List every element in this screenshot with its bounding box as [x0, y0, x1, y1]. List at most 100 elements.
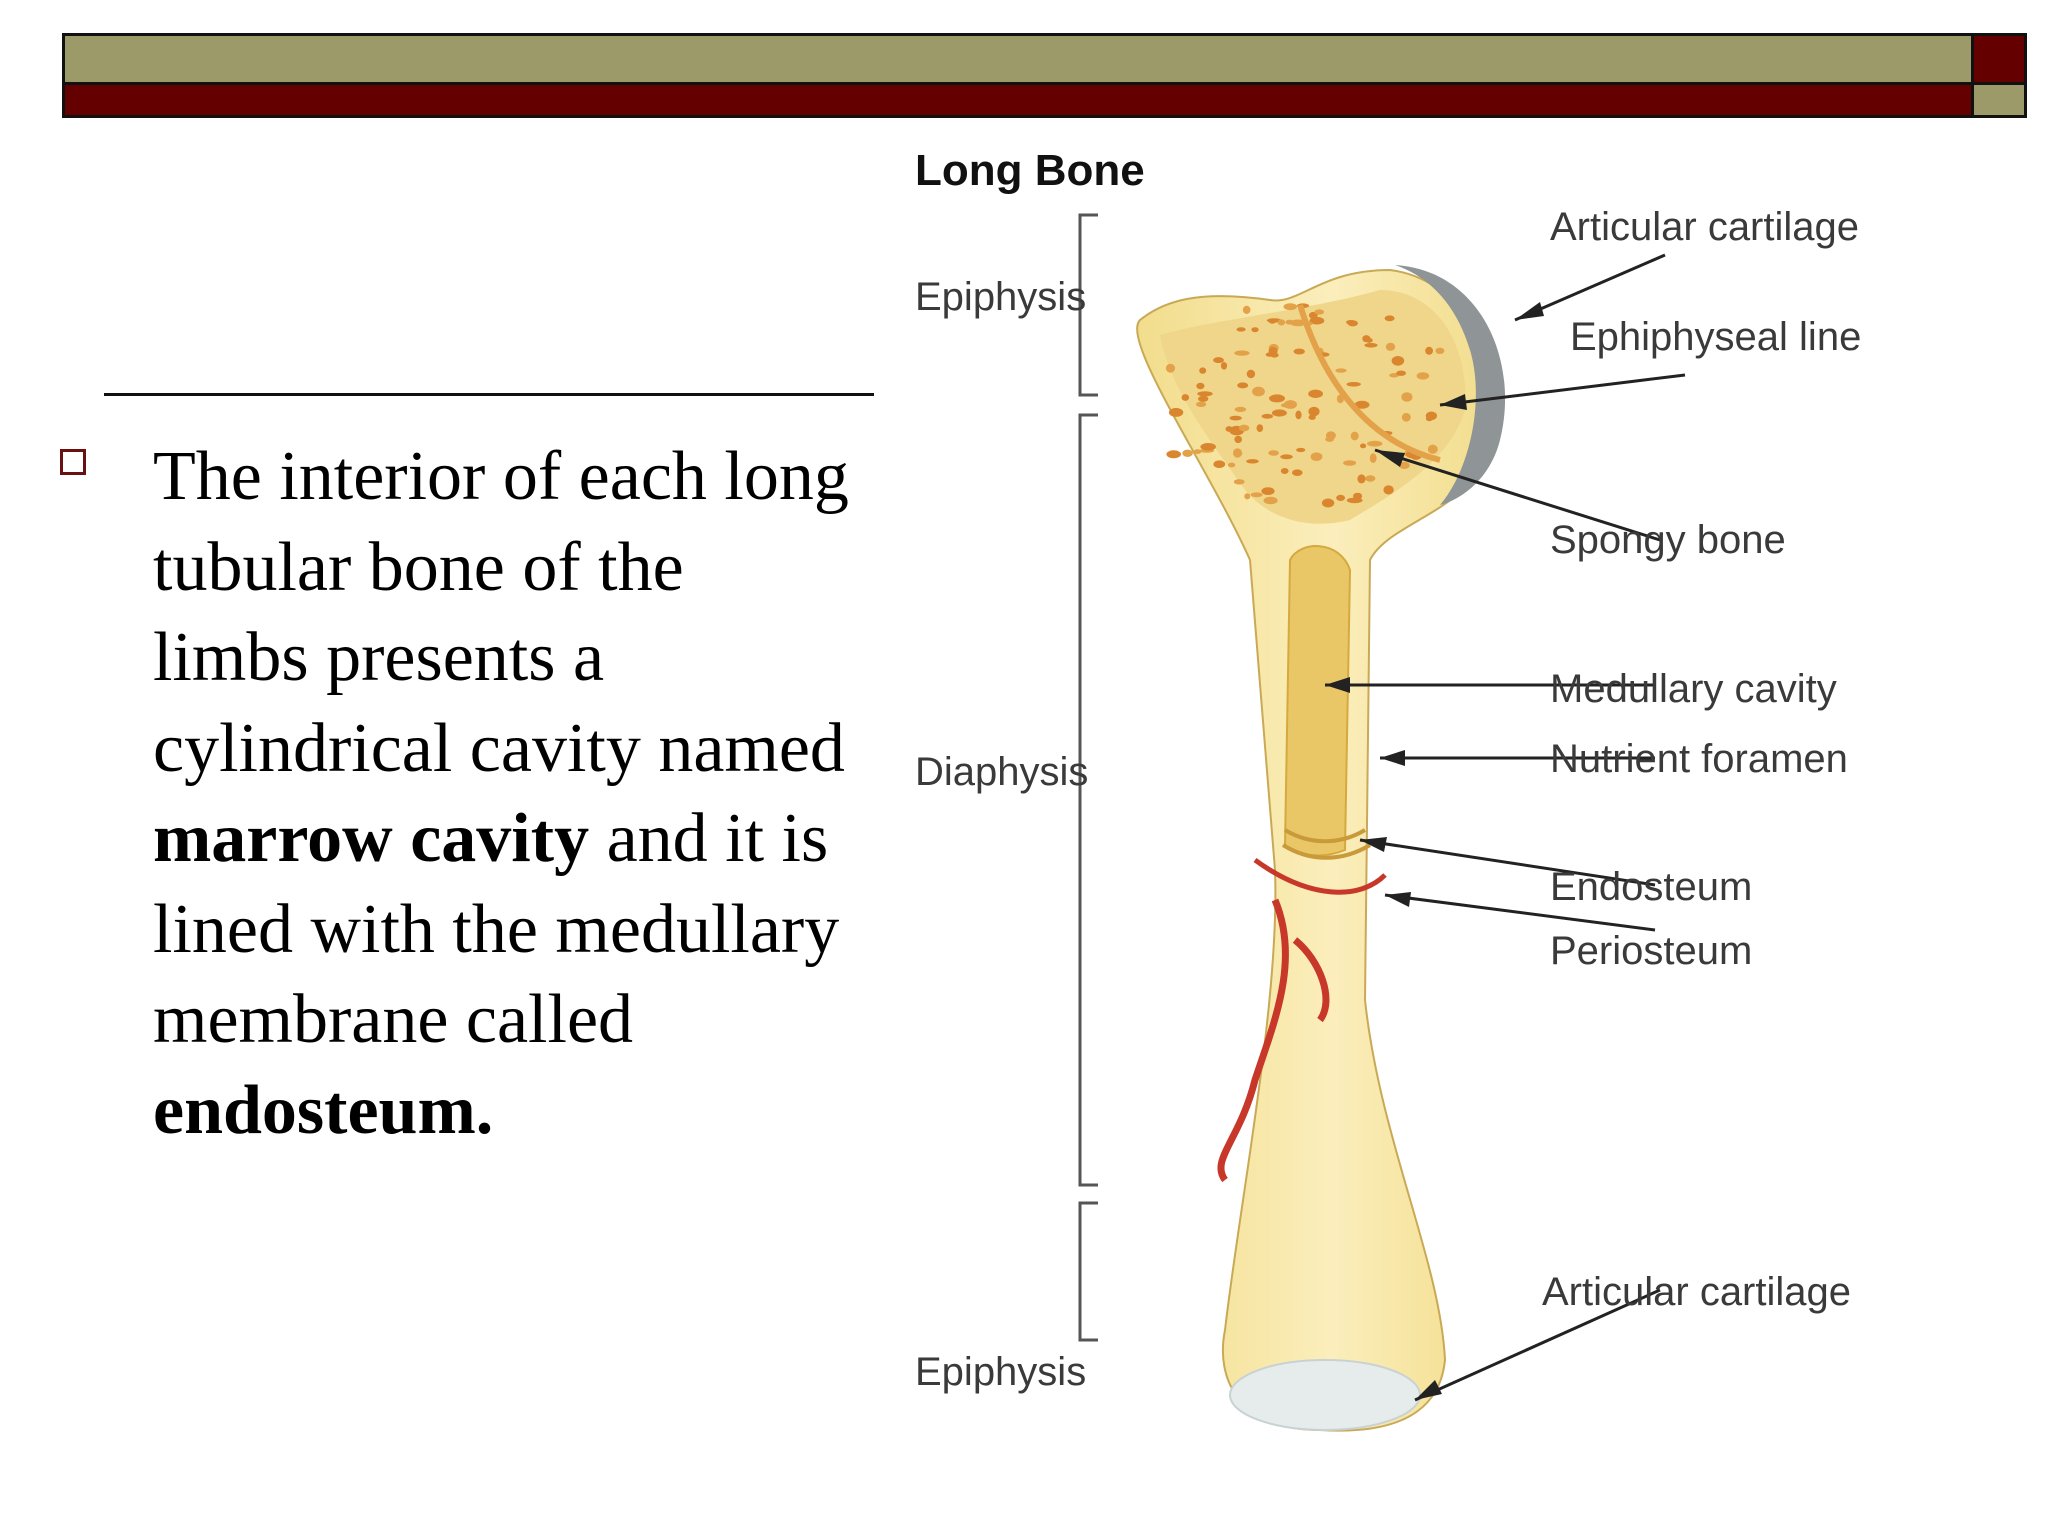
spongy-bone-trabecula: [1280, 468, 1289, 474]
articular-cartilage-top: [1395, 265, 1506, 505]
spongy-bone-trabecula: [1244, 493, 1251, 500]
spongy-bone-trabecula: [1346, 497, 1363, 504]
spongy-bone-trabecula: [1166, 450, 1181, 459]
spongy-bone-trabecula: [1199, 367, 1207, 374]
label-endosteum: Endosteum: [1550, 865, 1752, 909]
spongy-bone-trabecula: [1237, 382, 1249, 389]
spongy-bone-trabecula: [1200, 443, 1216, 451]
endosteum-ring: [1281, 843, 1372, 860]
spongy-bone-trabecula: [1383, 485, 1394, 495]
spongy-bone-trabecula: [1321, 498, 1335, 508]
periosteum-layer: [1253, 857, 1387, 895]
spongy-bone-trabecula: [1227, 462, 1236, 468]
spongy-bone-trabecula: [1271, 409, 1287, 417]
label-epiphysis-bottom: Epiphysis: [915, 1350, 1086, 1394]
bracket-diaphysis: [1078, 413, 1098, 1187]
text-marrow-cavity: marrow cavity: [153, 800, 590, 877]
spongy-bone-trabecula: [1220, 362, 1228, 370]
leader-endosteum: [1359, 838, 1656, 887]
spongy-bone-trabecula: [1357, 474, 1366, 484]
label-articular-cartilage-bottom: Articular cartilage: [1542, 1270, 1851, 1314]
spongy-bone-trabecula: [1252, 386, 1265, 397]
label-spongy-bone: Spongy bone: [1550, 518, 1786, 562]
spongy-bone-trabecula: [1238, 424, 1250, 432]
spongy-bone-trabecula: [1196, 382, 1205, 390]
leader-spongy-bone: [1374, 448, 1661, 542]
spongy-bone-trabecula: [1196, 401, 1207, 407]
spongy-bone-trabecula: [1427, 444, 1438, 454]
spongy-bone-trabecula: [1250, 492, 1263, 498]
spongy-bone-trabecula: [1270, 352, 1279, 358]
title-divider-rule: [104, 393, 874, 396]
nutrient-vessel: [1217, 898, 1330, 1183]
spongy-bone-trabecula: [1213, 357, 1224, 364]
spongy-bone-trabecula: [1358, 401, 1366, 406]
spongy-bone-trabecula: [1229, 415, 1242, 421]
spongy-bone-trabecula: [1234, 350, 1250, 356]
spongy-bone-trabecula: [1261, 487, 1275, 495]
text-segment-3: and it is lined with the medullary membr…: [153, 800, 840, 1058]
spongy-bone-trabecula: [1343, 460, 1357, 466]
header-bar-olive: [62, 33, 1974, 85]
spongy-bone-trabecula: [1416, 372, 1430, 380]
leader-articular-bottom: [1414, 1288, 1661, 1402]
spongy-bone-trabecula: [1234, 406, 1247, 412]
spongy-bone-trabecula: [1242, 305, 1251, 314]
leader-periosteum: [1384, 893, 1656, 932]
spongy-bone-trabecula: [1389, 373, 1399, 378]
spongy-bone-trabecula: [1391, 356, 1405, 366]
spongy-bone-trabecula: [1296, 447, 1306, 453]
label-periosteum: Periosteum: [1550, 929, 1752, 973]
spongy-bone-trabecula: [1314, 309, 1325, 315]
epiphyseal-line: [1297, 304, 1441, 463]
spongy-bone-trabecula: [1165, 363, 1176, 373]
spongy-bone-trabecula: [1168, 407, 1184, 417]
spongy-bone-trabecula: [1234, 435, 1242, 444]
endosteum-ring: [1283, 828, 1367, 844]
spongy-bone-trabecula: [1233, 448, 1242, 458]
bracket-epiphysis-bottom: [1078, 1201, 1098, 1342]
spongy-bone-trabecula: [1308, 406, 1320, 417]
spongy-bone-trabecula: [1401, 412, 1411, 422]
spongy-bone-trabecula: [1263, 496, 1278, 505]
spongy-bone-trabecula: [1336, 494, 1345, 501]
label-diaphysis: Diaphysis: [915, 750, 1088, 794]
spongy-bone-trabecula: [1293, 348, 1305, 355]
spongy-bone-trabecula: [1425, 346, 1433, 355]
spongy-bone-trabecula: [1233, 479, 1245, 485]
diagram-title: Long Bone: [915, 146, 1145, 195]
spongy-bone-trabecula: [1425, 411, 1437, 421]
label-medullary-cavity: Medullary cavity: [1550, 667, 1837, 711]
spongy-bone-trabecula: [1285, 319, 1294, 325]
hollow-square-icon: [60, 449, 86, 475]
spongy-bone-trabecula: [1283, 303, 1298, 311]
spongy-bone-trabecula: [1365, 475, 1376, 482]
long-bone-diagram: Long Bone: [880, 140, 1990, 1490]
spongy-bone-trabecula: [1198, 395, 1209, 402]
spongy-bone-trabecula: [1251, 327, 1259, 333]
spongy-bone-trabecula: [1384, 315, 1395, 322]
spongy-bone-trabecula: [1364, 343, 1378, 348]
spongy-bone-trabecula: [1350, 431, 1359, 441]
label-articular-cartilage-top: Articular cartilage: [1550, 205, 1859, 249]
spongy-bone-trabecula: [1256, 424, 1264, 432]
bracket-epiphysis-top: [1078, 213, 1098, 397]
spongy-bone-trabecula: [1292, 469, 1303, 477]
spongy-bone-trabecula: [1396, 370, 1406, 376]
spongy-bone-trabecula: [1367, 440, 1383, 447]
spongy-bone-trabecula: [1193, 449, 1202, 454]
spongy-bone-trabecula: [1401, 392, 1413, 402]
leader-epiphyseal-line: [1439, 373, 1686, 407]
spongy-bone-trabecula: [1365, 337, 1373, 343]
spongy-bone-trabecula: [1280, 454, 1293, 460]
spongy-bone-trabecula: [1360, 443, 1367, 449]
long-bone-svg: Long Bone: [915, 146, 1861, 1432]
spongy-bone-trabecula: [1261, 413, 1274, 419]
spongy-bone-trabecula: [1268, 450, 1279, 456]
spongy-bone-trabecula: [1268, 318, 1276, 324]
leader-arrowheads: [1325, 302, 1544, 1400]
spongy-bone-trabecula: [1289, 319, 1306, 327]
bullet-text: The interior of each long tubular bone o…: [153, 432, 853, 1156]
medullary-cavity: [1283, 545, 1352, 857]
header-corner-olive: [1974, 85, 2027, 118]
